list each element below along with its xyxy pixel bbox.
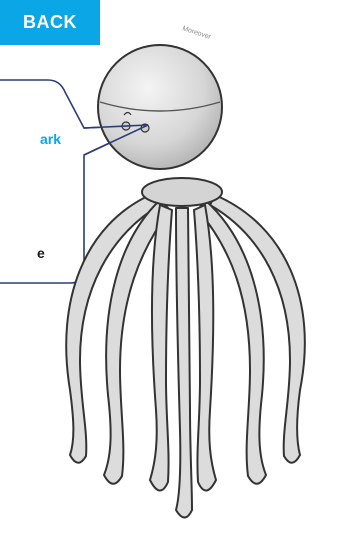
tentacle <box>194 205 216 491</box>
ball-logo-text: Moreover <box>181 25 212 41</box>
callout-label-top: ark <box>40 131 61 147</box>
back-button[interactable]: BACK <box>0 0 100 45</box>
tentacle <box>150 205 172 491</box>
callout-label-bottom: e <box>37 245 45 261</box>
tentacle <box>176 208 192 518</box>
